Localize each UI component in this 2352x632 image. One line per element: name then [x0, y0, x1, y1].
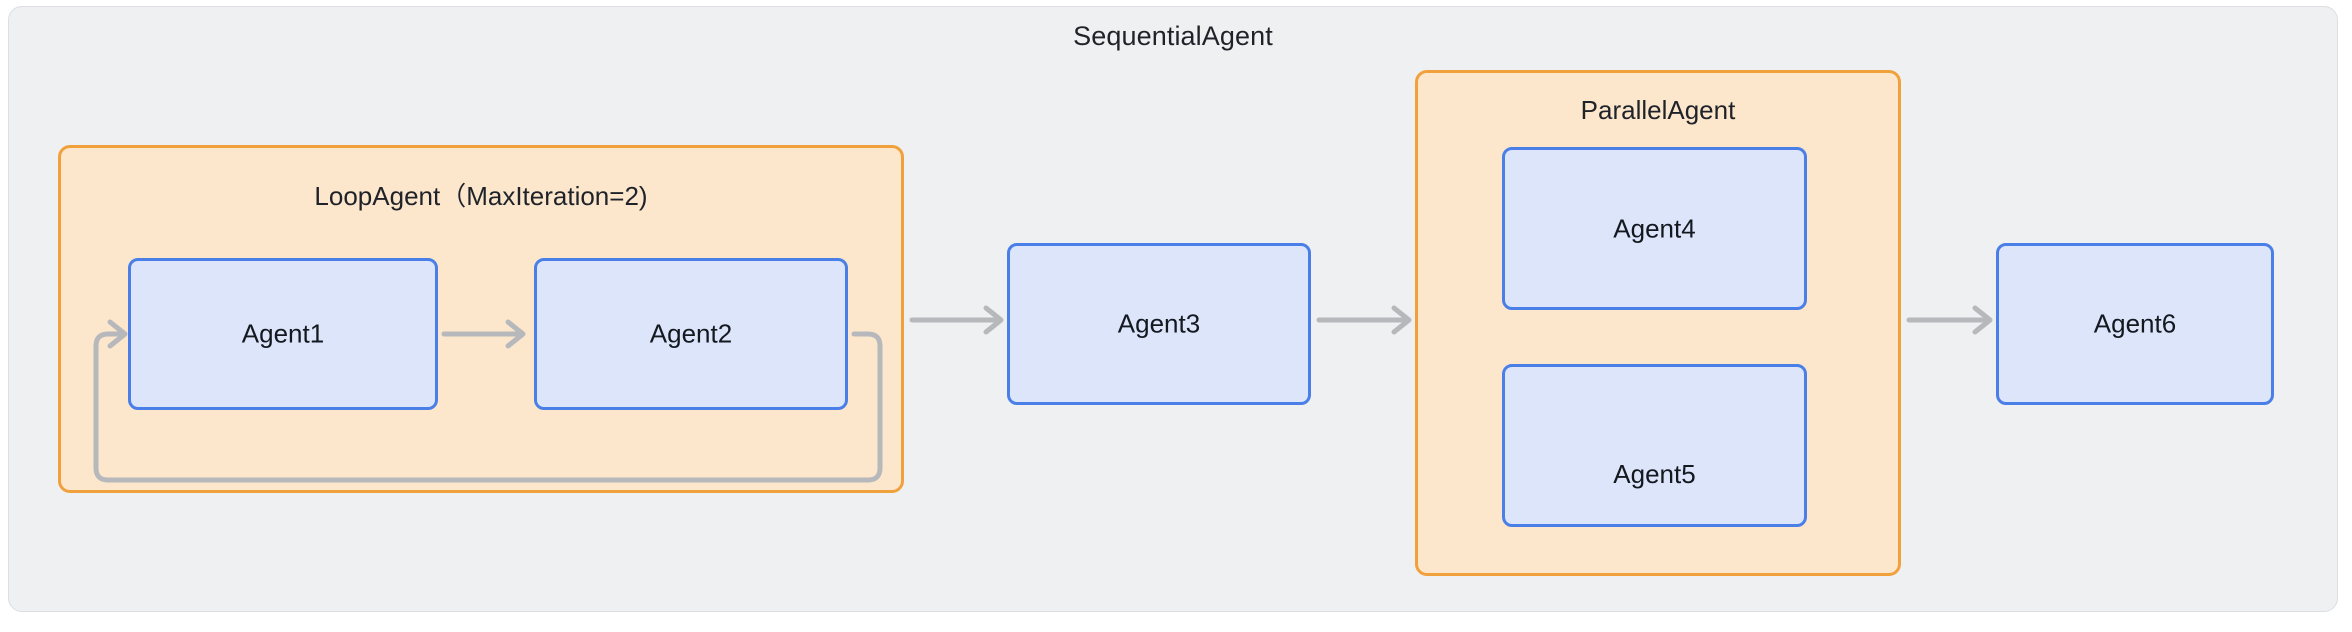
loop-agent-title: LoopAgent（MaxIteration=2): [314, 181, 648, 211]
node-agent5[interactable]: Agent5: [1502, 364, 1807, 527]
node-agent3[interactable]: Agent3: [1007, 243, 1311, 405]
node-agent2-label: Agent2: [649, 318, 733, 349]
node-agent5-label: Agent5: [1613, 459, 1696, 489]
parallel-agent-title: ParallelAgent: [1580, 95, 1736, 125]
node-agent1[interactable]: Agent1: [128, 258, 438, 410]
node-agent4[interactable]: Agent4: [1502, 147, 1807, 310]
node-agent3-label: Agent3: [1117, 308, 1201, 339]
node-agent6[interactable]: Agent6: [1996, 243, 2274, 405]
node-agent6-label: Agent6: [2093, 308, 2177, 339]
node-agent4-label: Agent4: [1613, 213, 1696, 243]
node-agent1-label: Agent1: [241, 318, 325, 349]
sequential-agent-title: SequentialAgent: [1073, 21, 1273, 51]
node-agent2[interactable]: Agent2: [534, 258, 848, 410]
